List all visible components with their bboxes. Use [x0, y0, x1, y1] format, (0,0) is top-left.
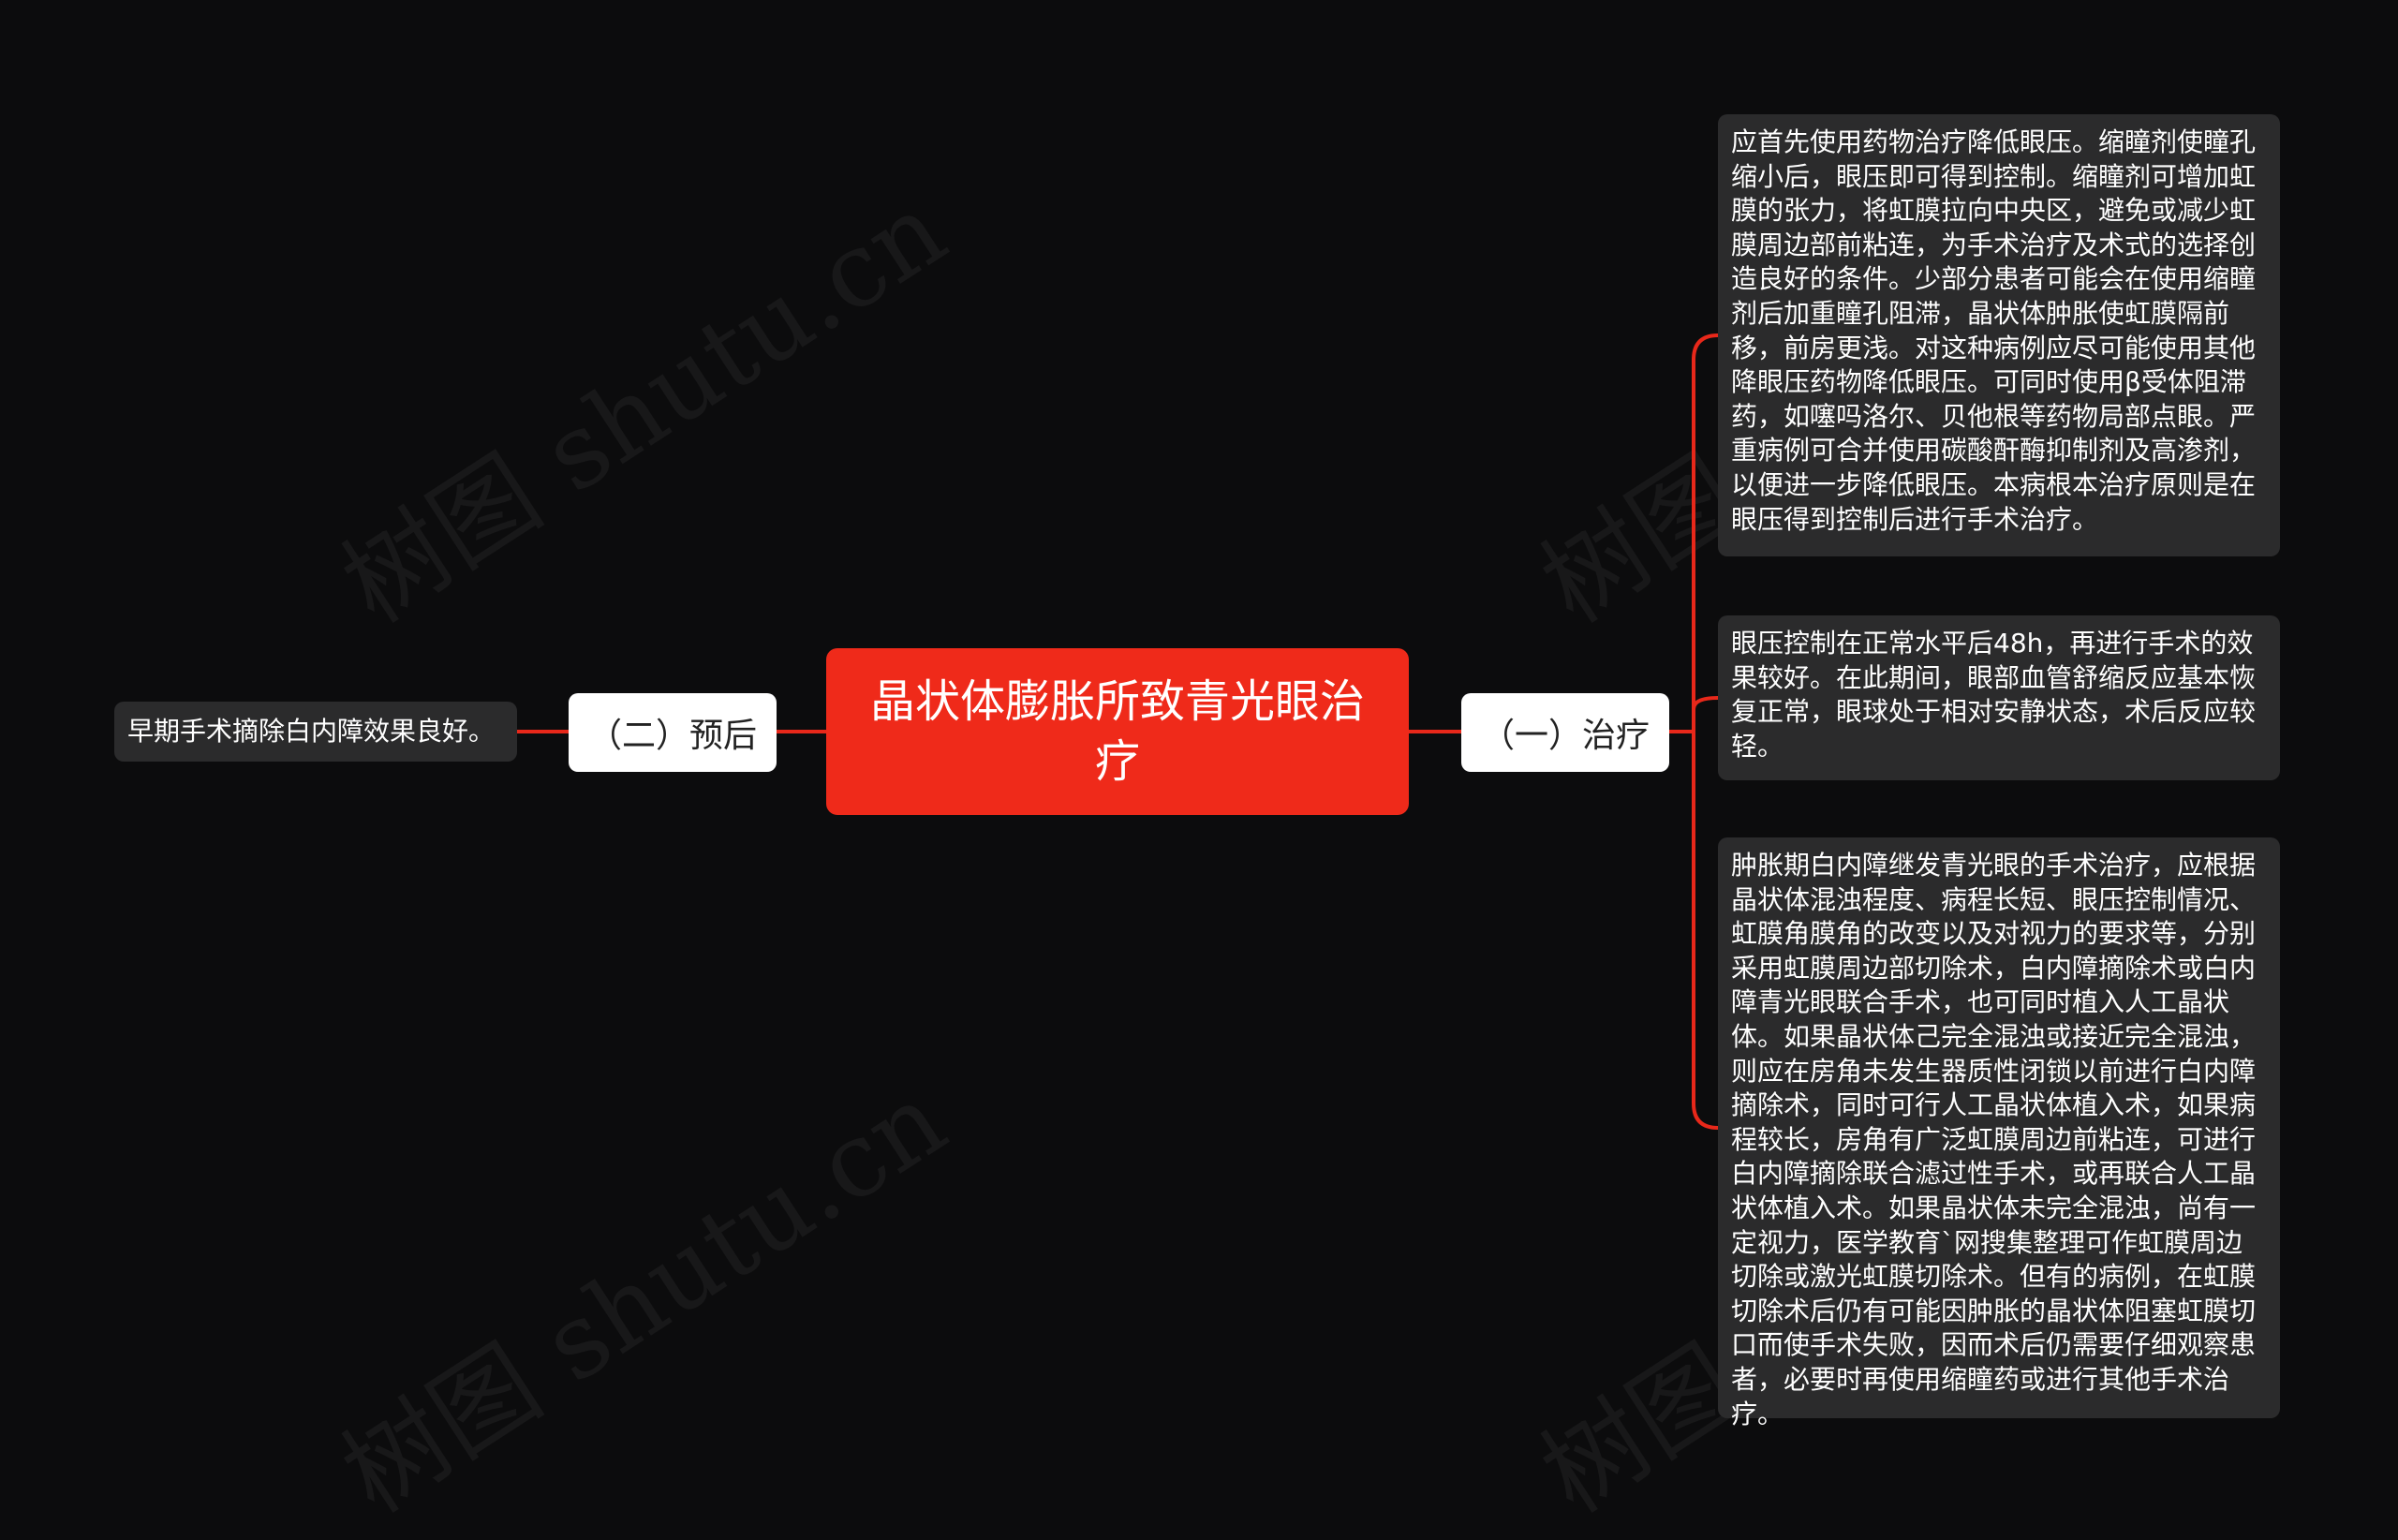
- connector-bracket: [1692, 333, 1720, 1130]
- leaf-text: 早期手术摘除白内障效果良好。: [127, 716, 496, 747]
- root-title: 晶状体膨胀所致青光眼治疗: [869, 675, 1365, 788]
- leaf-treatment-2[interactable]: 眼压控制在正常水平后48h，再进行手术的效果较好。在此期间，眼部血管舒缩反应基本…: [1718, 615, 2280, 780]
- branch-prognosis[interactable]: （二）预后: [569, 693, 777, 772]
- leaf-text: 肿胀期白内障继发青光眼的手术治疗，应根据晶状体混浊程度、病程长短、眼压控制情况、…: [1731, 850, 2257, 1429]
- connector-to-leaf-2: [1692, 696, 1720, 711]
- leaf-treatment-3[interactable]: 肿胀期白内障继发青光眼的手术治疗，应根据晶状体混浊程度、病程长短、眼压控制情况、…: [1718, 837, 2280, 1429]
- branch-label: （二）预后: [587, 717, 757, 755]
- leaf-treatment-1[interactable]: 应首先使用药物治疗降低眼压。缩瞳剂使瞳孔缩小后，眼压即可得到控制。缩瞳剂可增加虹…: [1718, 114, 2280, 556]
- leaf-text: 眼压控制在正常水平后48h，再进行手术的效果较好。在此期间，眼部血管舒缩反应基本…: [1731, 628, 2257, 762]
- branch-label: （一）治疗: [1480, 717, 1650, 755]
- leaf-prognosis-1[interactable]: 早期手术摘除白内障效果良好。: [114, 702, 517, 762]
- branch-treatment[interactable]: （一）治疗: [1461, 693, 1669, 772]
- leaf-text: 应首先使用药物治疗降低眼压。缩瞳剂使瞳孔缩小后，眼压即可得到控制。缩瞳剂可增加虹…: [1731, 126, 2257, 535]
- root-node[interactable]: 晶状体膨胀所致青光眼治疗: [826, 648, 1409, 815]
